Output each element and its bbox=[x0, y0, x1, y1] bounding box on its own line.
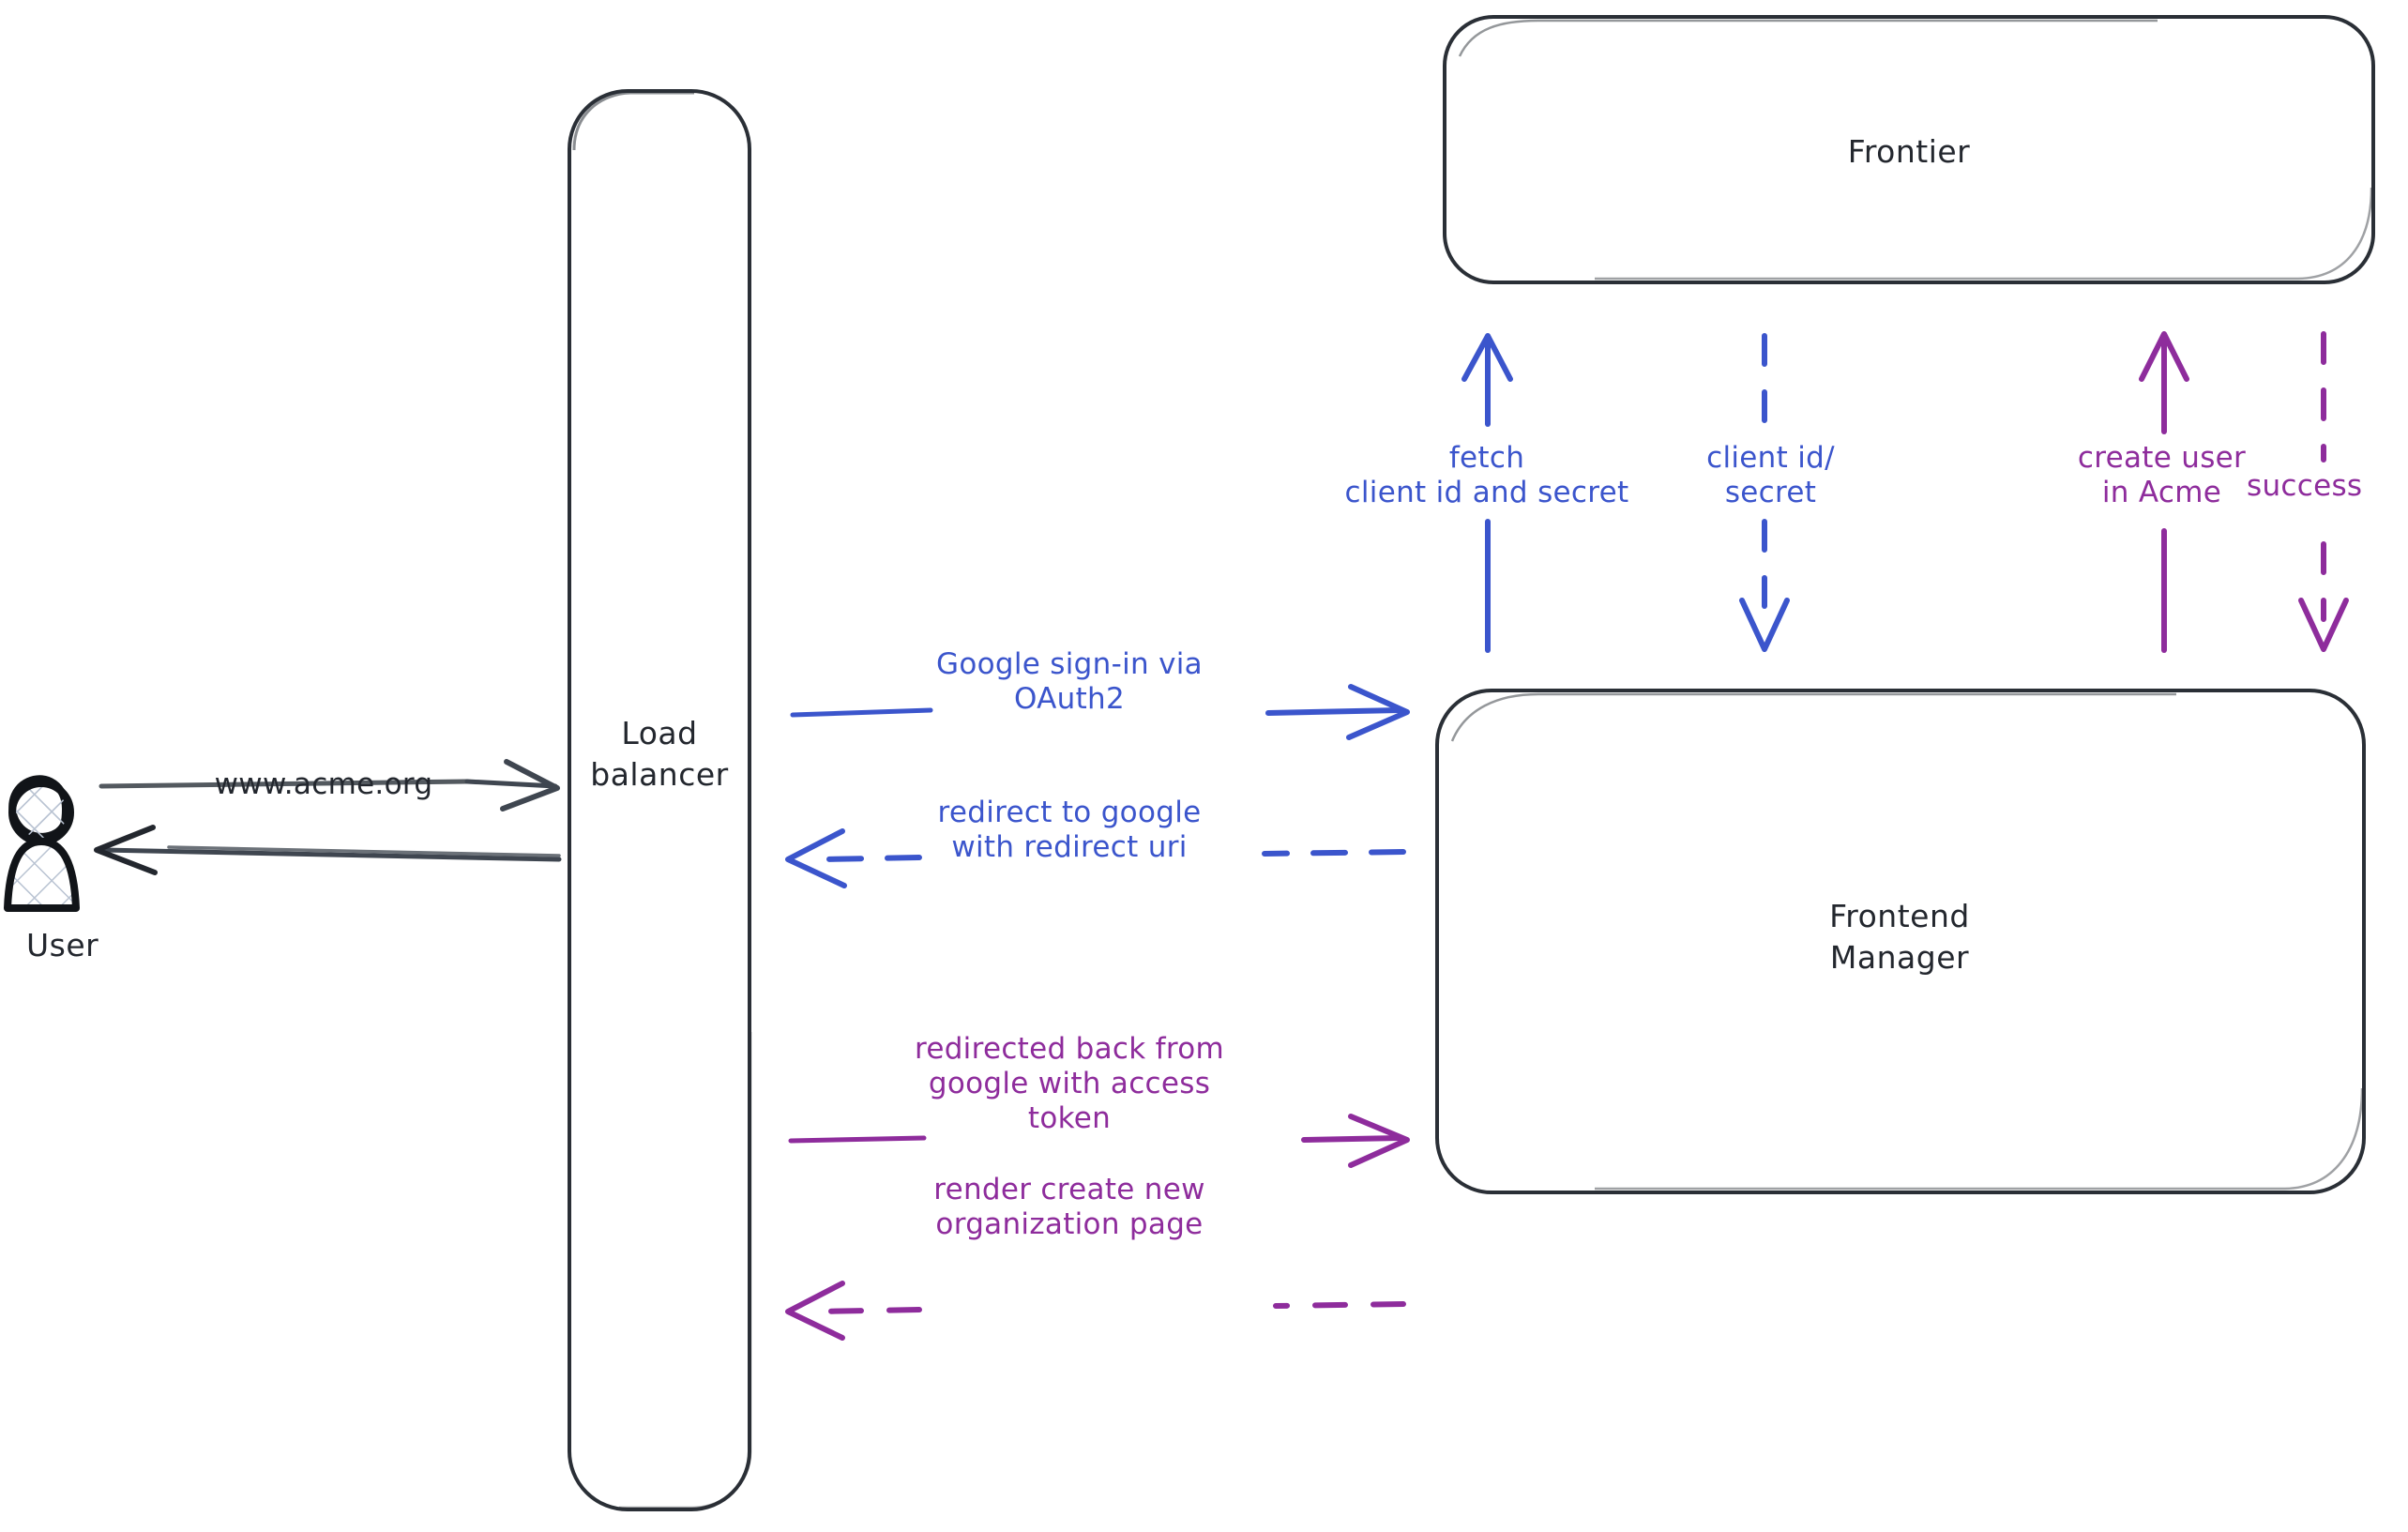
edge-label-success: success bbox=[2247, 469, 2363, 503]
frontier-box[interactable] bbox=[1443, 15, 2375, 284]
frontend-manager-box[interactable] bbox=[1435, 689, 2366, 1194]
edge-redirected-back bbox=[788, 1114, 1410, 1168]
user-actor-label: User bbox=[26, 927, 99, 963]
edge-label-google-signin: Google sign-in via OAuth2 bbox=[936, 647, 1203, 717]
edge-label-render-org-page: render create new organization page bbox=[933, 1173, 1205, 1242]
edge-client-id-secret bbox=[1739, 333, 1790, 652]
edge-label-create-user-in-acme: create user in Acme bbox=[2077, 441, 2247, 510]
edge-label-www-acme-org: www.acme.org bbox=[214, 767, 433, 801]
edge-label-fetch-client-secret: fetch client id and secret bbox=[1344, 441, 1629, 510]
frontend-manager-label: Frontend Manager bbox=[1829, 898, 1970, 976]
edge-create-user-in-acme bbox=[2139, 331, 2189, 653]
edge-google-signin bbox=[790, 684, 1410, 740]
edge-success bbox=[2298, 331, 2349, 652]
edge-label-client-id-secret: client id/ secret bbox=[1706, 441, 1835, 510]
edge-user-to-lb bbox=[98, 759, 560, 812]
edge-redirect-to-google bbox=[785, 828, 1406, 888]
edge-lb-to-user bbox=[94, 825, 562, 875]
frontier-label: Frontier bbox=[1847, 133, 1971, 170]
user-actor-icon bbox=[4, 775, 80, 912]
edge-render-org-page bbox=[785, 1281, 1406, 1341]
edge-label-redirect-to-google: redirect to google with redirect uri bbox=[937, 796, 1202, 865]
edge-label-redirected-back: redirected back from google with access … bbox=[914, 1032, 1225, 1136]
edge-fetch-client-secret bbox=[1461, 333, 1513, 653]
load-balancer-box[interactable] bbox=[568, 89, 752, 1511]
load-balancer-label: Load balancer bbox=[590, 715, 729, 793]
